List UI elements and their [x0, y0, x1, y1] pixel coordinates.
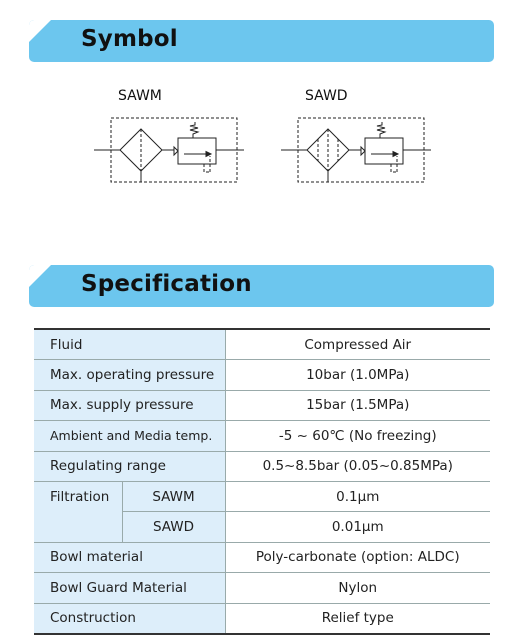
table-row: Filtration SAWM 0.1μm [34, 481, 490, 543]
row-value: -5 ~ 60℃ (No freezing) [225, 420, 490, 452]
spec-section-header: Specification [29, 265, 494, 307]
row-label: Fluid [34, 328, 226, 361]
row-label: Regulating range [34, 451, 226, 482]
row-label: Ambient and Media temp. [34, 420, 226, 452]
filtration-model: SAWD [121, 511, 226, 543]
sawd-pneumatic-symbol [281, 117, 431, 183]
row-label: Bowl Guard Material [34, 572, 226, 604]
row-label: Bowl material [34, 542, 226, 574]
row-value: 15bar (1.5MPa) [225, 390, 490, 422]
table-row: Fluid Compressed Air [34, 328, 490, 361]
filtration-value: 0.1μm [225, 481, 490, 513]
row-value: Compressed Air [225, 328, 490, 361]
corner-decoration [29, 265, 51, 287]
filtration-model: SAWM [121, 481, 226, 513]
table-row: SAWD 0.01μm [34, 511, 490, 543]
spec-table: Fluid Compressed Air Max. operating pres… [34, 328, 490, 635]
table-row: Regulating range 0.5~8.5bar (0.05~0.85MP… [34, 451, 490, 482]
symbol-label-sawm: SAWM [118, 88, 162, 104]
row-label: Max. supply pressure [34, 390, 226, 422]
symbol-section-header: Symbol [29, 20, 494, 62]
row-value: Relief type [225, 603, 490, 635]
table-row: Max. operating pressure 10bar (1.0MPa) [34, 359, 490, 391]
symbol-label-sawd: SAWD [305, 88, 348, 104]
spec-section-title: Specification [81, 271, 252, 297]
table-row: Ambient and Media temp. -5 ~ 60℃ (No fre… [34, 420, 490, 452]
table-row: Bowl Guard Material Nylon [34, 572, 490, 604]
row-value: 10bar (1.0MPa) [225, 359, 490, 391]
row-value: Nylon [225, 572, 490, 604]
table-row: Max. supply pressure 15bar (1.5MPa) [34, 390, 490, 422]
corner-decoration [29, 20, 51, 42]
symbol-section-title: Symbol [81, 26, 178, 52]
row-value: Poly-carbonate (option: ALDC) [225, 542, 490, 574]
filtration-label: Filtration [34, 481, 123, 543]
table-row: Construction Relief type [34, 603, 490, 635]
table-row: Bowl material Poly-carbonate (option: AL… [34, 542, 490, 574]
row-label: Max. operating pressure [34, 359, 226, 391]
row-label: Construction [34, 603, 226, 635]
filtration-value: 0.01μm [225, 511, 490, 543]
row-value: 0.5~8.5bar (0.05~0.85MPa) [225, 451, 490, 482]
sawm-pneumatic-symbol [94, 117, 244, 183]
